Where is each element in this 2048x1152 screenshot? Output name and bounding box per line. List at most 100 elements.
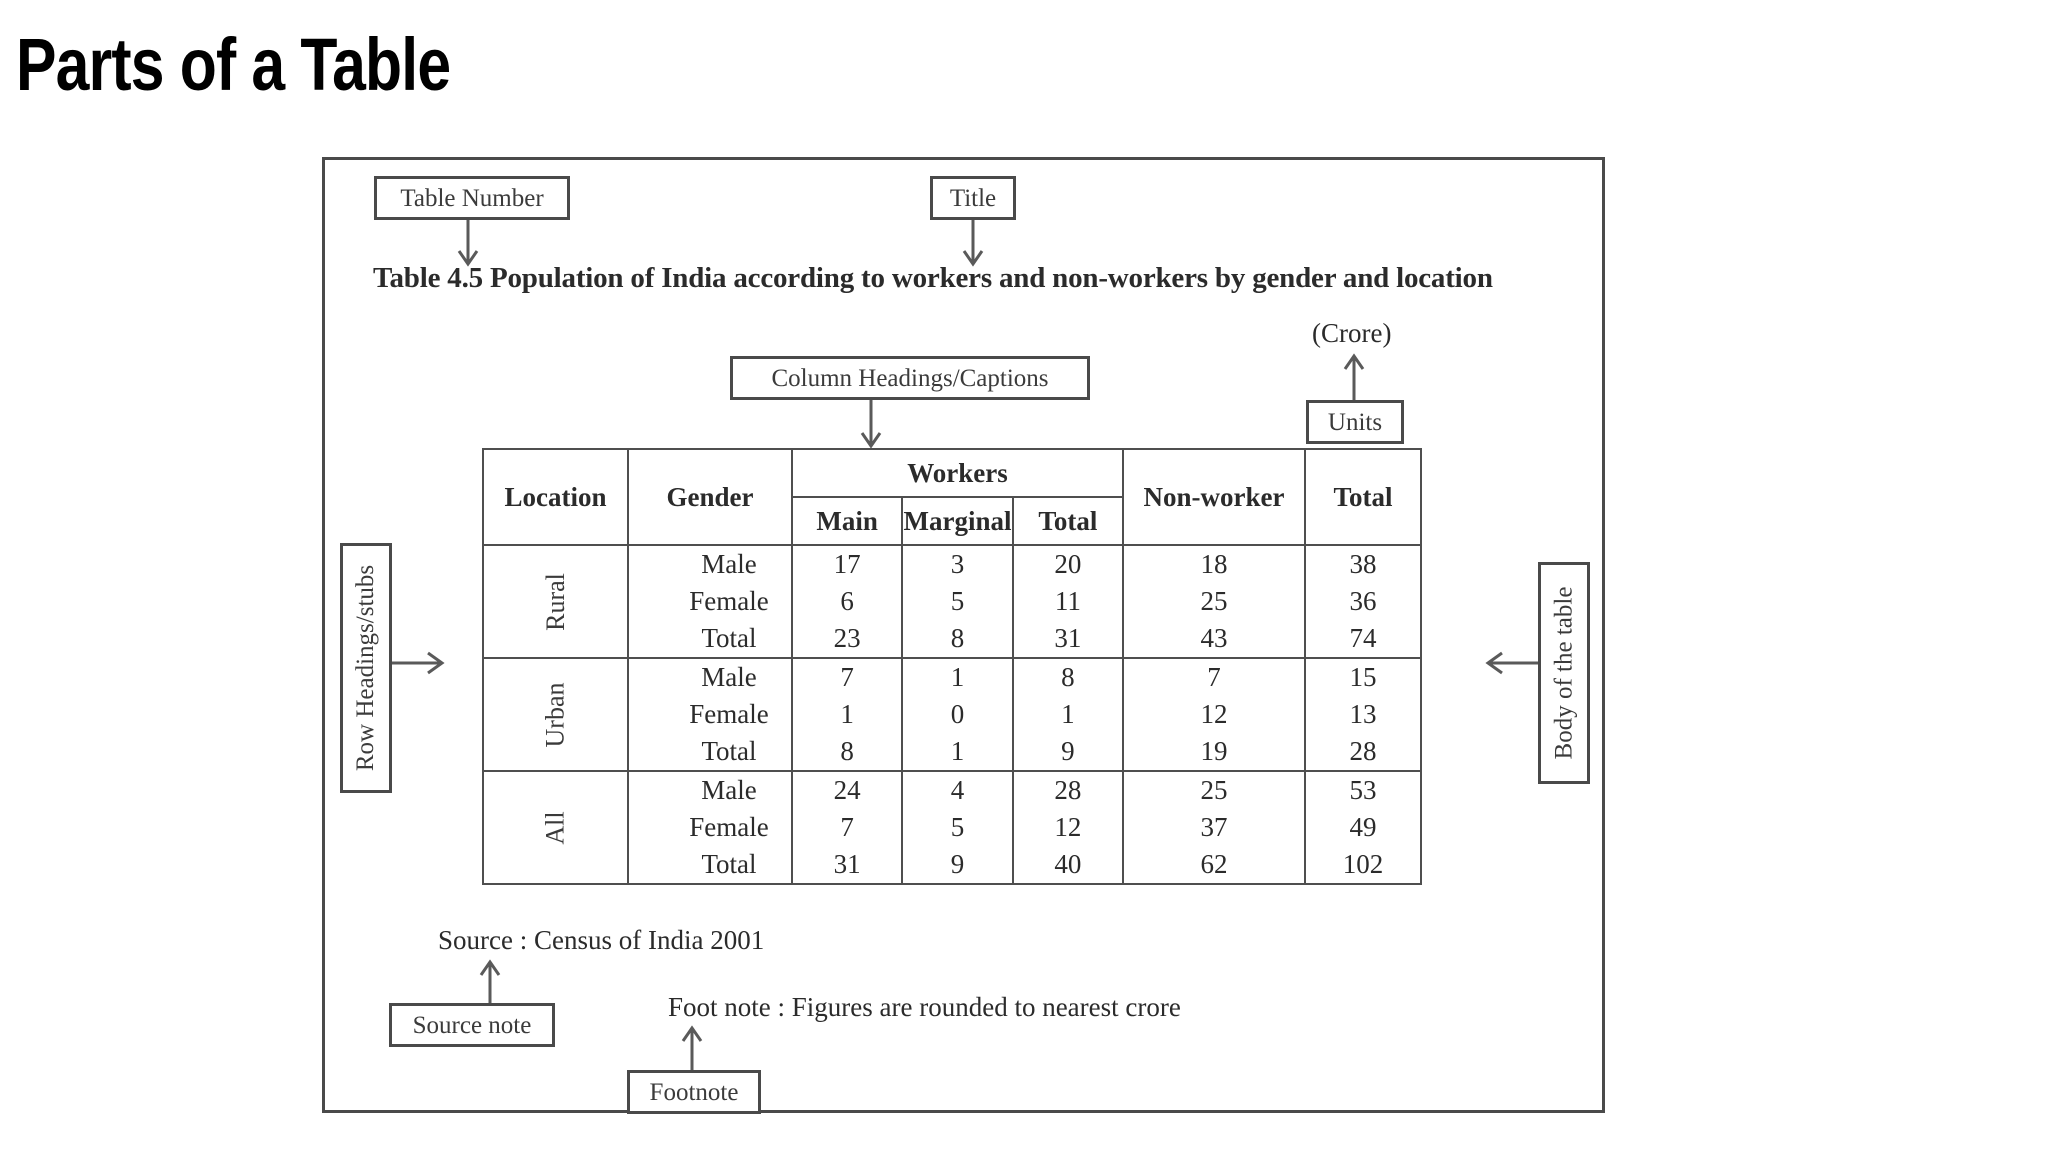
cell-marginal: 3 bbox=[901, 544, 1014, 583]
cell-workers-total: 31 bbox=[1011, 620, 1125, 659]
cell-total: 53 bbox=[1304, 770, 1422, 809]
cell-workers-total: 11 bbox=[1011, 583, 1125, 620]
page-title: Parts of a Table bbox=[16, 23, 451, 106]
cell-total: 38 bbox=[1304, 544, 1422, 583]
callout-source-note-label: Source note bbox=[412, 1011, 532, 1039]
cell-workers-total: 1 bbox=[1011, 696, 1125, 733]
table-head: Location Gender Workers Non-worker Total… bbox=[482, 448, 1422, 546]
callout-source-note: Source note bbox=[389, 1003, 555, 1047]
cell-total: 28 bbox=[1304, 733, 1422, 772]
cell-marginal: 8 bbox=[901, 620, 1014, 659]
cell-total: 13 bbox=[1304, 696, 1422, 733]
arrow-footnote bbox=[681, 1025, 703, 1072]
header-location: Location bbox=[482, 448, 629, 546]
cell-non-worker: 37 bbox=[1122, 809, 1306, 846]
callout-units: Units bbox=[1306, 400, 1404, 444]
row-stub-label: Rural bbox=[540, 573, 570, 631]
cell-gender: Male bbox=[627, 544, 793, 583]
cell-workers-total: 28 bbox=[1011, 770, 1125, 809]
cell-main: 1 bbox=[790, 696, 904, 733]
cell-gender: Total bbox=[627, 620, 793, 659]
cell-workers-total: 8 bbox=[1011, 657, 1125, 696]
cell-non-worker: 43 bbox=[1122, 620, 1306, 659]
cell-gender: Total bbox=[627, 846, 793, 885]
callout-row-headings: Row Headings/stubs bbox=[340, 543, 392, 793]
data-table-container: Location Gender Workers Non-worker Total… bbox=[482, 448, 1422, 885]
header-marginal: Marginal bbox=[901, 496, 1014, 546]
header-non-worker: Non-worker bbox=[1122, 448, 1306, 546]
callout-title-label: Title bbox=[949, 184, 997, 212]
cell-marginal: 5 bbox=[901, 583, 1014, 620]
row-stub-label: All bbox=[540, 811, 570, 845]
cell-main: 23 bbox=[790, 620, 904, 659]
arrow-units bbox=[1343, 353, 1365, 400]
cell-non-worker: 62 bbox=[1122, 846, 1306, 885]
arrow-title bbox=[962, 220, 984, 267]
header-main: Main bbox=[790, 496, 904, 546]
cell-main: 24 bbox=[790, 770, 904, 809]
cell-non-worker: 19 bbox=[1122, 733, 1306, 772]
cell-total: 102 bbox=[1304, 846, 1422, 885]
header-gender: Gender bbox=[627, 448, 793, 546]
cell-non-worker: 25 bbox=[1122, 770, 1306, 809]
row-stub-urban: Urban bbox=[482, 657, 629, 772]
cell-marginal: 4 bbox=[901, 770, 1014, 809]
cell-main: 7 bbox=[790, 809, 904, 846]
arrow-body-of-table bbox=[1485, 651, 1538, 675]
cell-non-worker: 7 bbox=[1122, 657, 1306, 696]
cell-total: 49 bbox=[1304, 809, 1422, 846]
callout-body-of-table: Body of the table bbox=[1538, 562, 1590, 784]
units-value: (Crore) bbox=[1312, 318, 1392, 348]
cell-non-worker: 12 bbox=[1122, 696, 1306, 733]
cell-marginal: 5 bbox=[901, 809, 1014, 846]
callout-body-of-table-label: Body of the table bbox=[1550, 586, 1578, 760]
cell-main: 7 bbox=[790, 657, 904, 696]
cell-total: 74 bbox=[1304, 620, 1422, 659]
cell-workers-total: 20 bbox=[1011, 544, 1125, 583]
population-data-table: Location Gender Workers Non-worker Total… bbox=[482, 448, 1422, 885]
row-stub-label: Urban bbox=[540, 682, 570, 748]
cell-gender: Female bbox=[627, 696, 793, 733]
callout-column-headings-label: Column Headings/Captions bbox=[771, 364, 1049, 392]
arrow-source-note bbox=[479, 959, 501, 1006]
callout-footnote-label: Footnote bbox=[649, 1078, 739, 1106]
cell-main: 6 bbox=[790, 583, 904, 620]
callout-title: Title bbox=[930, 176, 1016, 220]
cell-gender: Male bbox=[627, 657, 793, 696]
source-note-text: Source : Census of India 2001 bbox=[438, 925, 765, 955]
cell-non-worker: 18 bbox=[1122, 544, 1306, 583]
cell-marginal: 0 bbox=[901, 696, 1014, 733]
header-workers-total: Total bbox=[1011, 496, 1125, 546]
row-stub-all: All bbox=[482, 770, 629, 885]
cell-main: 17 bbox=[790, 544, 904, 583]
header-workers: Workers bbox=[791, 448, 1124, 498]
arrow-table-number bbox=[457, 220, 479, 267]
cell-workers-total: 12 bbox=[1011, 809, 1125, 846]
cell-workers-total: 40 bbox=[1011, 846, 1125, 885]
callout-column-headings: Column Headings/Captions bbox=[730, 356, 1090, 400]
callout-table-number: Table Number bbox=[374, 176, 570, 220]
cell-gender: Female bbox=[627, 809, 793, 846]
cell-gender: Male bbox=[627, 770, 793, 809]
row-stub-rural: Rural bbox=[482, 544, 629, 659]
footnote-text: Foot note : Figures are rounded to neare… bbox=[668, 992, 1181, 1022]
cell-marginal: 1 bbox=[901, 657, 1014, 696]
arrow-column-headings bbox=[860, 400, 882, 449]
cell-workers-total: 9 bbox=[1011, 733, 1125, 772]
callout-row-headings-label: Row Headings/stubs bbox=[352, 564, 379, 772]
cell-main: 8 bbox=[790, 733, 904, 772]
cell-main: 31 bbox=[790, 846, 904, 885]
callout-table-number-label: Table Number bbox=[400, 184, 544, 212]
cell-marginal: 9 bbox=[901, 846, 1014, 885]
arrow-row-headings bbox=[392, 651, 445, 675]
